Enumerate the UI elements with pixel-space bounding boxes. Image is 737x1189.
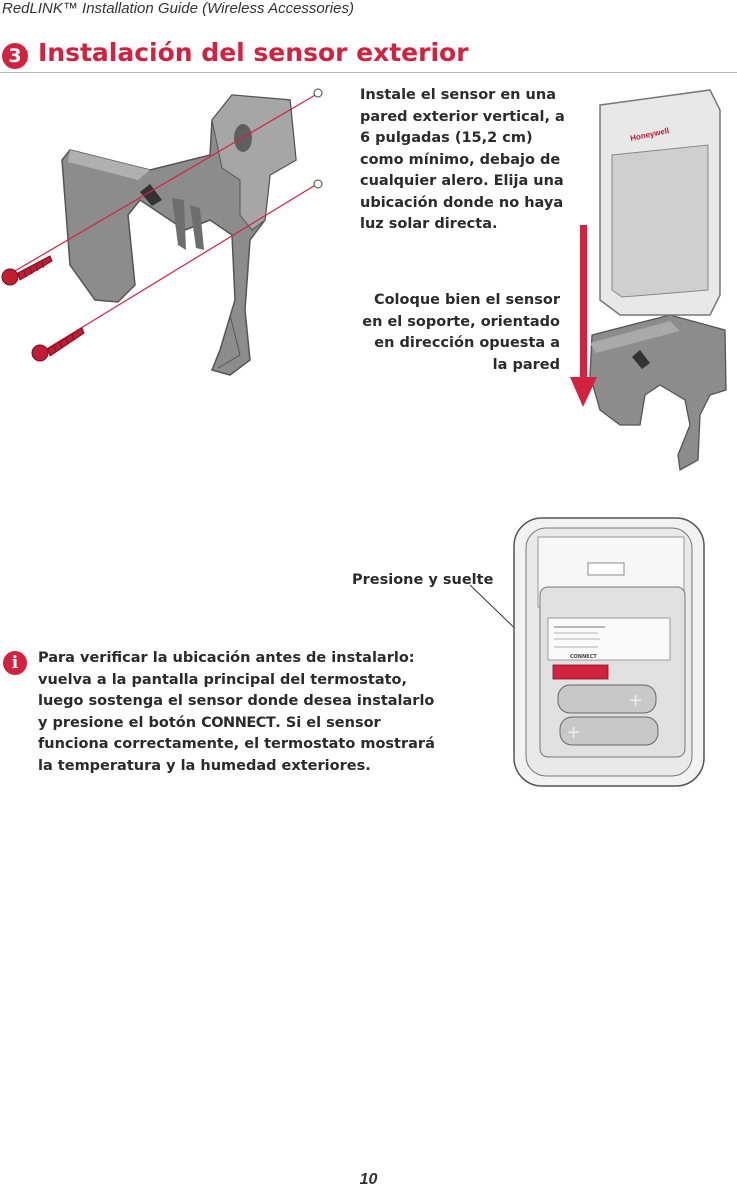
screw-guide-line-1 bbox=[7, 93, 318, 276]
page-number: 10 bbox=[359, 1171, 378, 1188]
screw-guide-line-2 bbox=[39, 183, 318, 354]
install-instructions: Instale el sensor en una pared exterior … bbox=[360, 87, 565, 232]
info-icon: i bbox=[3, 651, 27, 675]
down-arrow-icon bbox=[570, 377, 597, 407]
down-arrow-shaft bbox=[580, 225, 587, 385]
tip-text-part2: . Si el sensor funciona correctamente, e… bbox=[38, 714, 435, 774]
battery-1 bbox=[557, 684, 657, 714]
connect-button[interactable] bbox=[552, 664, 609, 680]
connect-label: CONNECT bbox=[570, 654, 597, 660]
press-release-callout: Presione y suelte bbox=[352, 572, 494, 588]
mounting-bracket bbox=[61, 94, 297, 376]
step-number-badge: 3 bbox=[2, 43, 28, 69]
battery-2 bbox=[559, 716, 659, 746]
placement-tip: Para verificar la ubicación antes de ins… bbox=[38, 648, 438, 777]
bracket-lower bbox=[589, 314, 727, 472]
connect-button-name: CONNECT bbox=[201, 714, 276, 731]
bracket-with-screws-illustration bbox=[1, 88, 323, 376]
svg-text:+: + bbox=[566, 722, 581, 743]
section-title: Instalación del sensor exterior bbox=[38, 38, 469, 67]
sensor-on-bracket-illustration: Honeywell bbox=[570, 89, 727, 472]
mounting-instructions: Coloque bien el sensor en el soporte, or… bbox=[362, 292, 560, 373]
outdoor-sensor: Honeywell bbox=[599, 89, 721, 316]
screw-1 bbox=[1, 255, 53, 286]
header-title: RedLINK™ Installation Guide (Wireless Ac… bbox=[2, 0, 354, 17]
svg-text:+: + bbox=[628, 690, 643, 711]
screw-2 bbox=[31, 327, 85, 362]
tip-text-part1: Para verificar la ubicación antes de ins… bbox=[38, 650, 435, 731]
header-divider bbox=[0, 72, 737, 73]
sensor-battery-compartment-illustration: CONNECT + + bbox=[469, 517, 705, 787]
